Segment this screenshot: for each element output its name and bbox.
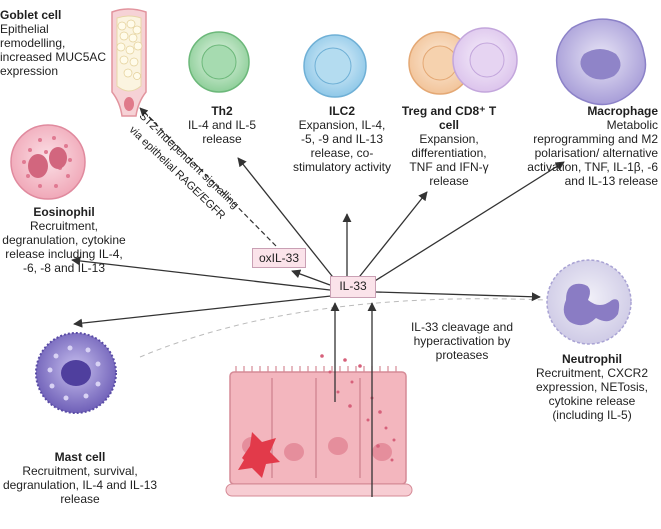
mast-cell-desc: Recruitment, survival, degranulation, IL… bbox=[2, 464, 158, 506]
th2-cell-icon bbox=[188, 31, 250, 93]
ilc2-desc: Expansion, IL-4, -5, -9 and IL-13 releas… bbox=[292, 118, 392, 174]
arrow-to-th2 bbox=[237, 157, 337, 282]
ilc2-label: ILC2 Expansion, IL-4, -5, -9 and IL-13 r… bbox=[290, 104, 394, 174]
treg-label: Treg and CD8⁺ T cell Expansion, differen… bbox=[400, 104, 498, 188]
arrow-to-eosinophil bbox=[71, 256, 331, 291]
goblet-cell-title: Goblet cell bbox=[0, 8, 62, 22]
treg-desc: Expansion, differentiation, TNF and IFN-… bbox=[409, 132, 489, 188]
mast-cell-icon bbox=[35, 332, 117, 414]
neutrophil-cell-icon bbox=[546, 259, 632, 345]
arrow-to-oxil33 bbox=[291, 269, 331, 286]
oxil33-label: oxIL-33 bbox=[258, 251, 300, 265]
damage-star-icon bbox=[238, 432, 280, 478]
il33-label: IL-33 bbox=[339, 279, 367, 293]
macrophage-desc: Metabolic reprogramming and M2 polarisat… bbox=[527, 118, 658, 188]
ilc2-cell-icon bbox=[303, 34, 367, 98]
mast-cell-label: Mast cell Recruitment, survival, degranu… bbox=[0, 450, 160, 506]
goblet-cell-label: Goblet cell Epithelial remodelling, incr… bbox=[0, 8, 108, 78]
arrow-to-mast bbox=[73, 295, 332, 328]
ilc2-title: ILC2 bbox=[328, 104, 355, 118]
goblet-cell-desc: Epithelial remodelling, increased MUC5AC… bbox=[0, 22, 107, 78]
epithelium-icon bbox=[225, 366, 413, 497]
dashed-connection-curve bbox=[139, 298, 546, 358]
macrophage-title: Macrophage bbox=[587, 104, 658, 118]
macrophage-cell-icon bbox=[555, 18, 647, 106]
eosinophil-title: Eosinophil bbox=[33, 205, 95, 219]
eosinophil-cell-icon bbox=[10, 124, 86, 200]
macrophage-label: Macrophage Metabolic reprogramming and M… bbox=[522, 104, 658, 188]
arrow-to-treg bbox=[355, 191, 428, 282]
oxil33-box: oxIL-33 bbox=[252, 248, 306, 268]
th2-title: Th2 bbox=[211, 104, 233, 118]
protease-note: IL-33 cleavage and hyperactivation by pr… bbox=[410, 320, 514, 362]
eosinophil-label: Eosinophil Recruitment, degranulation, c… bbox=[0, 205, 128, 275]
th2-label: Th2 IL-4 and IL-5 release bbox=[180, 104, 264, 146]
neutrophil-desc: Recruitment, CXCR2 expression, NETosis, … bbox=[535, 366, 649, 422]
th2-desc: IL-4 and IL-5 release bbox=[187, 118, 257, 146]
released-il33-dots bbox=[320, 354, 396, 462]
il33-box: IL-33 bbox=[330, 276, 376, 298]
treg-cd8-cell-icon bbox=[408, 27, 518, 95]
dashed-arrow-to-goblet bbox=[139, 107, 277, 247]
mast-cell-title: Mast cell bbox=[54, 450, 106, 464]
neutrophil-label: Neutrophil Recruitment, CXCR2 expression… bbox=[524, 352, 660, 422]
arrow-to-neutrophil bbox=[375, 291, 541, 302]
goblet-cell-icon bbox=[111, 8, 147, 117]
neutrophil-title: Neutrophil bbox=[562, 352, 622, 366]
treg-title: Treg and CD8⁺ T cell bbox=[401, 104, 497, 132]
eosinophil-desc: Recruitment, degranulation, cytokine rel… bbox=[2, 219, 126, 275]
arrow-to-macrophage bbox=[369, 161, 565, 285]
